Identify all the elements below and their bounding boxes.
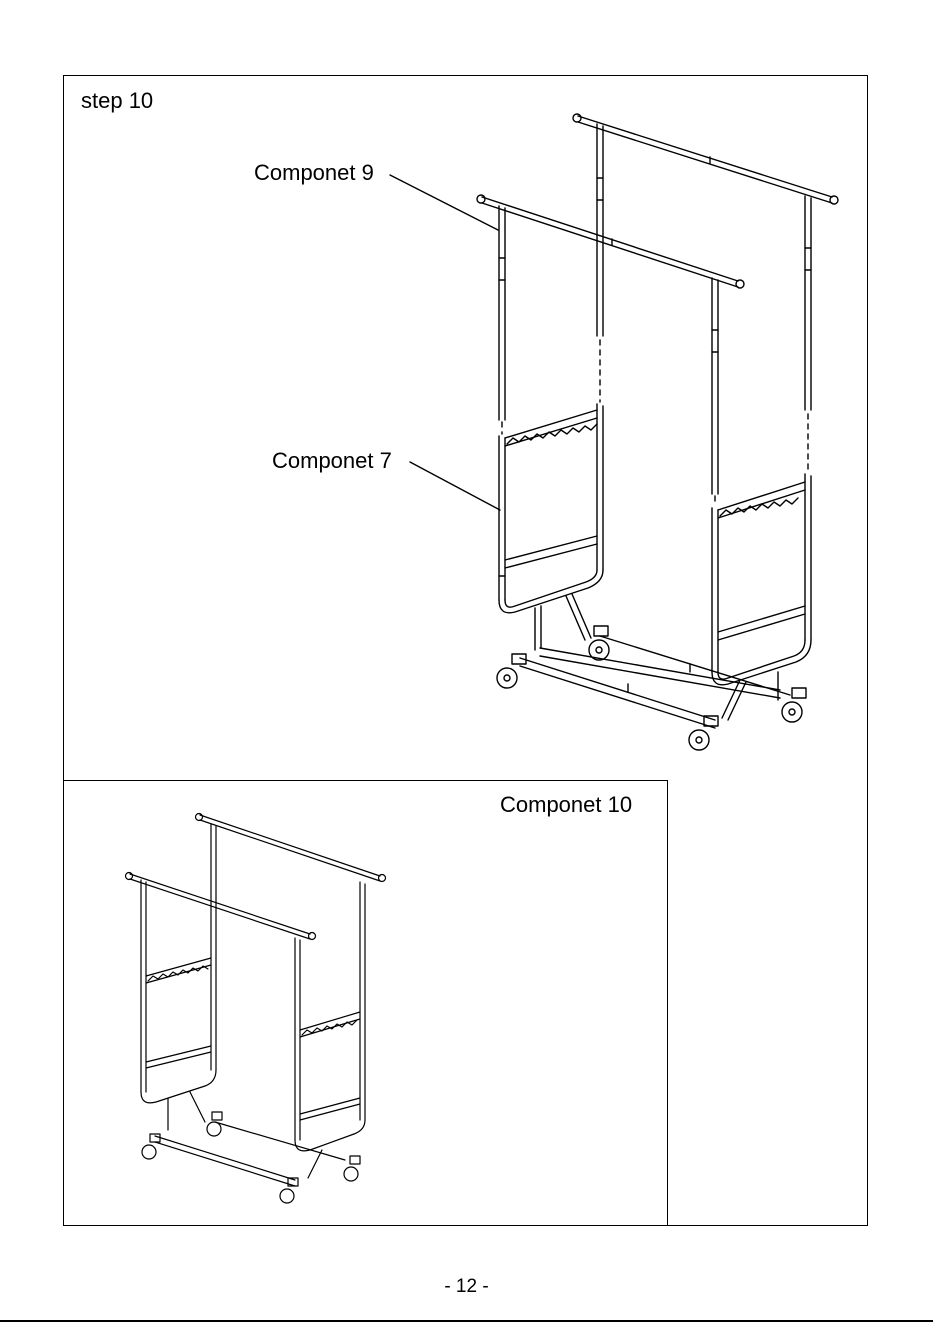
- rear-top-rail: [573, 114, 838, 410]
- front-top-rail: [477, 195, 744, 494]
- caster-wheels: [497, 626, 806, 750]
- caster-wheel: [589, 626, 609, 660]
- alignment-dashes: [502, 340, 808, 506]
- right-lower-frame: [712, 474, 811, 685]
- rack-base: [520, 594, 790, 728]
- assembled-rack-drawing: [126, 814, 386, 1204]
- leader-lines: [390, 175, 500, 510]
- left-lower-frame: [499, 404, 603, 613]
- main-rack-drawing: [477, 114, 838, 750]
